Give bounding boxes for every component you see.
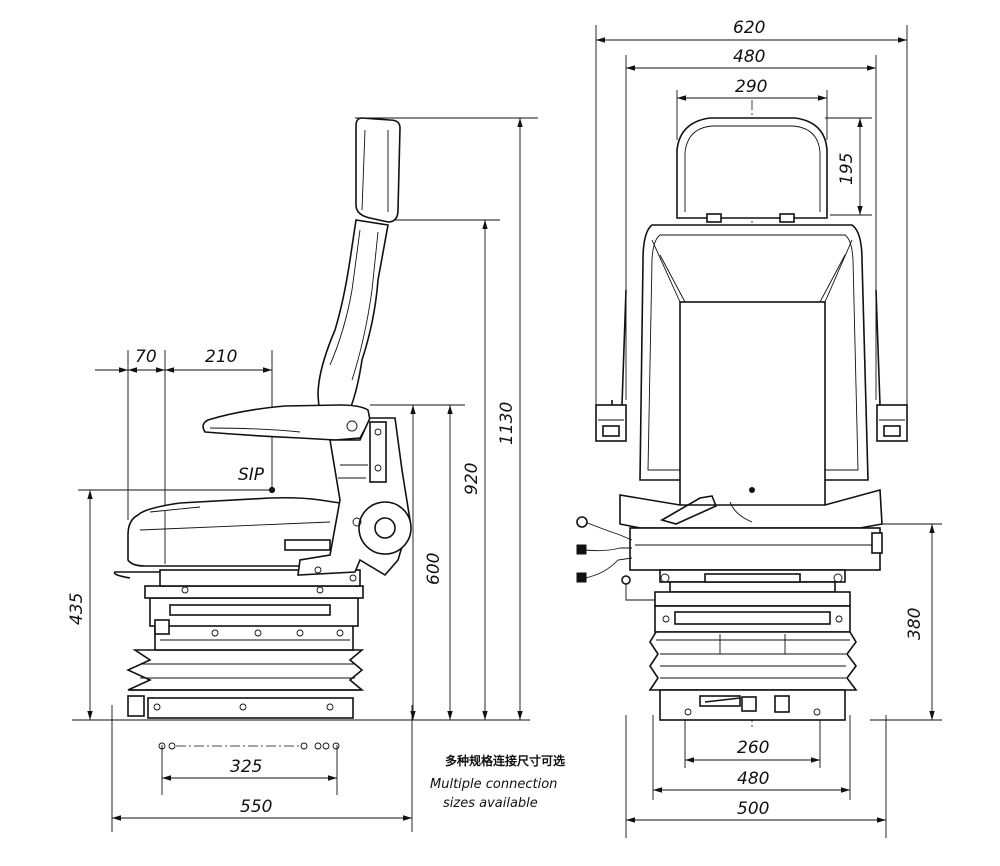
headrest-front xyxy=(676,117,828,219)
dim-label-480-bottom: 480 xyxy=(737,769,769,789)
dim-label-260: 260 xyxy=(737,738,769,758)
dim-label-380: 380 xyxy=(905,608,925,640)
headrest-side xyxy=(355,117,401,223)
front-view: 620 480 290 195 380 260 480 500 xyxy=(576,18,942,838)
dim-label-70: 70 xyxy=(135,347,157,367)
side-view: 70 210 SIP 435 600 920 1130 325 550 xyxy=(67,117,538,832)
seat-cushion-front xyxy=(619,488,883,529)
dim-label-325: 325 xyxy=(230,757,262,777)
note-line1: Multiple connection xyxy=(430,777,557,792)
armrest-right-front xyxy=(875,289,908,442)
slide-rail-front xyxy=(654,569,851,607)
sip-point xyxy=(268,486,276,494)
dim-label-210: 210 xyxy=(205,347,237,367)
dim-label-290: 290 xyxy=(735,77,767,97)
sip-label: SIP xyxy=(238,465,265,485)
wire-connectors xyxy=(576,516,660,601)
armrest-side xyxy=(202,404,371,441)
dim-label-600: 600 xyxy=(424,553,444,585)
dim-label-550: 550 xyxy=(240,797,272,817)
mounting-holes-side xyxy=(158,742,340,750)
dim-label-920: 920 xyxy=(462,463,482,495)
connection-note: 多种规格连接尺寸可选 Multiple connection sizes ava… xyxy=(430,753,565,811)
dim-label-500: 500 xyxy=(737,799,769,819)
backrest-side xyxy=(317,219,389,421)
seat-pan-front xyxy=(629,527,881,571)
note-chinese: 多种规格连接尺寸可选 xyxy=(445,753,565,768)
dim-label-620: 620 xyxy=(733,18,765,38)
dim-label-1130: 1130 xyxy=(497,402,517,445)
suspension-bellows-side xyxy=(126,597,365,719)
dim-label-480-top: 480 xyxy=(733,47,765,67)
suspension-front xyxy=(648,605,858,721)
side-mechanism xyxy=(284,417,412,582)
note-line2: sizes available xyxy=(443,796,538,811)
dim-label-195: 195 xyxy=(837,153,857,185)
armrest-left-front xyxy=(595,289,627,442)
dim-label-435: 435 xyxy=(67,593,87,625)
